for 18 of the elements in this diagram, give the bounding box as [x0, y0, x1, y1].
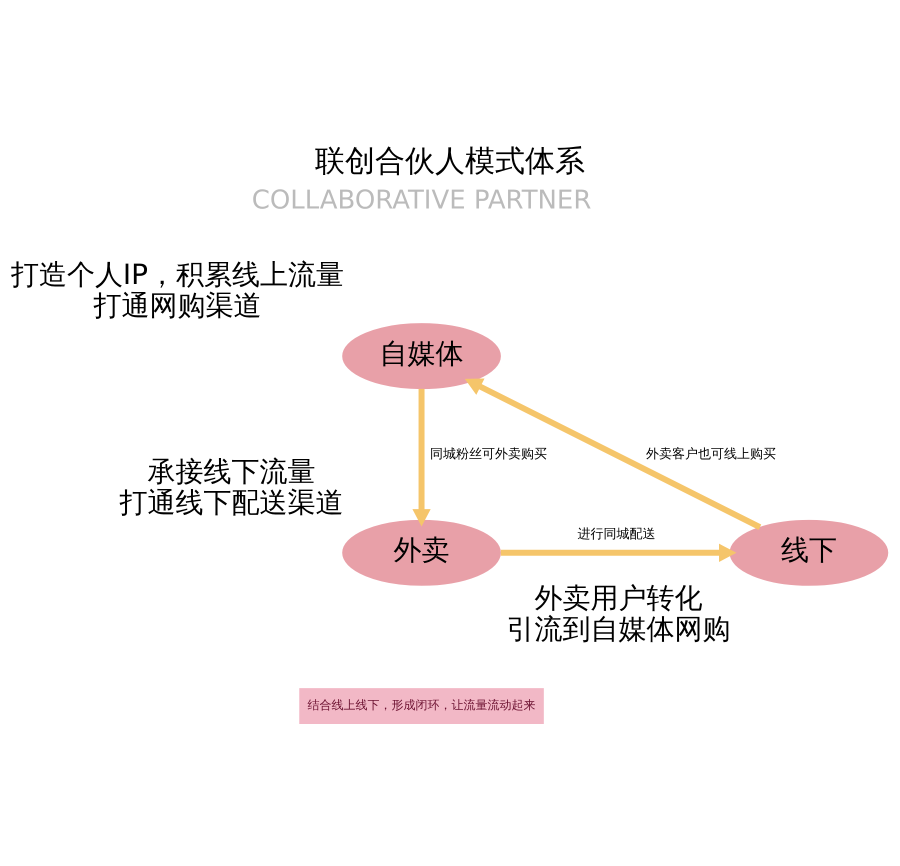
- edge-label: 进行同城配送: [577, 526, 656, 542]
- node-ellipse: 外卖: [342, 519, 501, 586]
- arrow: [412, 388, 431, 526]
- edge-label: 外卖客户也可线上购买: [646, 446, 776, 462]
- node-ellipse: 线下: [730, 519, 888, 586]
- node-ellipse: 自媒体: [342, 322, 501, 389]
- edge-label: 同城粉丝可外卖购买: [430, 446, 548, 462]
- node-label: 承接线下流量: [147, 454, 316, 488]
- node-label: 打造个人IP，积累线上流量: [10, 258, 344, 291]
- arrow: [500, 543, 736, 562]
- label: 结合线上线下，形成闭环，让流量流动起来: [308, 698, 536, 712]
- node-label: 外卖用户转化: [534, 581, 703, 614]
- node-label: 引流到自媒体网购: [506, 612, 731, 646]
- arrow: [464, 378, 762, 530]
- node-label: 打通网购渠道: [93, 288, 262, 322]
- diagram-title: 联创合伙人模式体系: [315, 143, 585, 178]
- node-label: 打通线下配送渠道: [119, 485, 344, 518]
- label: COLLABORATIVE PARTNER: [252, 185, 592, 216]
